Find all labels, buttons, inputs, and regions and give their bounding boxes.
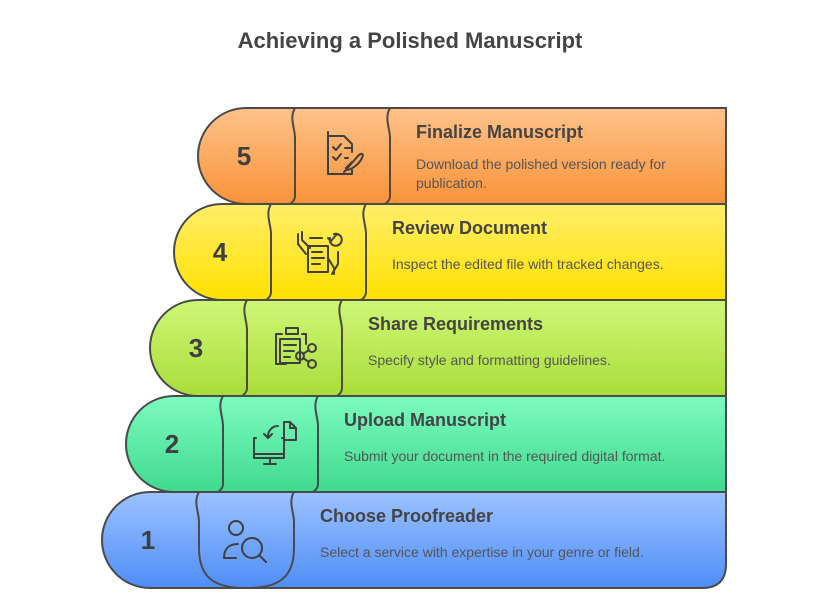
step-number: 5 [237,141,251,171]
step-number: 1 [141,525,155,555]
step-heading: Finalize Manuscript [416,122,583,142]
step-heading: Share Requirements [368,314,543,334]
divider-right [290,491,295,548]
step-number: 3 [189,333,203,363]
diagram-title: Achieving a Polished Manuscript [237,28,583,53]
step-description: Submit your document in the required dig… [344,448,665,464]
step-heading: Choose Proofreader [320,506,493,526]
step-description: Download the polished version ready for [416,156,666,172]
step-band [101,491,727,589]
document-review-icon [297,231,343,275]
step-heading: Upload Manuscript [344,410,506,430]
step-description: publication. [416,175,487,191]
step-description: Specify style and formatting guidelines. [368,352,611,368]
checklist-quill-icon [327,131,364,175]
icon-pocket [198,547,295,590]
divider-left [195,491,200,548]
step-number: 4 [213,237,228,267]
person-search-icon [223,520,267,563]
clipboard-share-icon [275,327,317,369]
upload-to-computer-icon [253,421,297,465]
step-number: 2 [165,429,179,459]
step-description: Select a service with expertise in your … [320,544,644,560]
step-description: Inspect the edited file with tracked cha… [392,256,664,272]
step-heading: Review Document [392,218,547,238]
